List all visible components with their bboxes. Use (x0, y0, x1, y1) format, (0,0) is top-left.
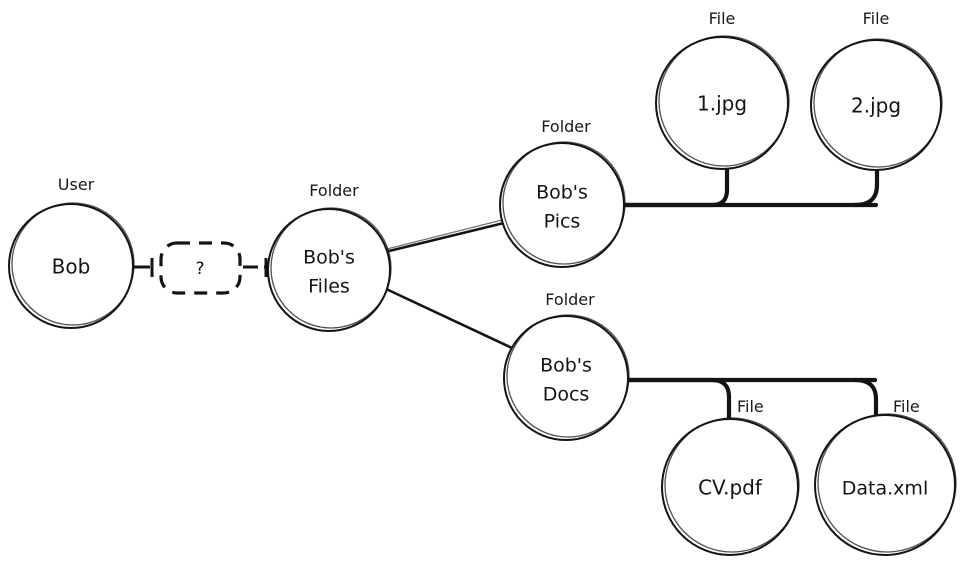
node-file-dataxml-type-label: File (893, 397, 920, 416)
node-file-cvpdf[interactable]: CV.pdf (661, 417, 800, 556)
node-bobs-files[interactable]: Bob's Files (267, 207, 392, 332)
node-bobs-files-type-label: Folder (309, 181, 359, 200)
edge-pics-2jpg (852, 167, 880, 208)
edge-pics-files-trunk (621, 166, 880, 208)
node-bobs-docs-label-line1: Bob's (540, 355, 592, 377)
edge-files-pics (383, 218, 510, 254)
node-bobs-docs-label-line2: Docs (543, 384, 590, 406)
node-bob-label: Bob (52, 255, 91, 279)
node-file-2jpg-type-label: File (863, 9, 890, 28)
node-bob[interactable]: Bob (8, 202, 135, 329)
node-bobs-pics-type-label: Folder (541, 117, 591, 136)
node-bobs-files-label-line2: Files (308, 276, 350, 298)
node-file-1jpg[interactable]: 1.jpg (655, 35, 790, 170)
node-file-1jpg-type-label: File (709, 9, 736, 28)
edge-files-docs (382, 286, 514, 350)
node-bobs-pics[interactable]: Bob's Pics (499, 141, 626, 268)
node-file-2jpg-label: 2.jpg (851, 94, 901, 118)
node-file-2jpg[interactable]: 2.jpg (810, 38, 943, 171)
node-file-1jpg-label: 1.jpg (697, 92, 747, 116)
unknown-link-label: ? (195, 259, 204, 279)
edge-docs-dataxml (852, 377, 879, 422)
node-bob-type-label: User (58, 175, 95, 194)
unknown-link-box[interactable]: ? (159, 241, 242, 295)
node-bobs-files-label-line1: Bob's (303, 247, 355, 269)
node-bobs-pics-label-line2: Pics (544, 211, 581, 233)
node-bobs-docs-type-label: Folder (545, 290, 595, 309)
edge-docs-files-trunk (624, 377, 879, 424)
node-bobs-docs[interactable]: Bob's Docs (503, 314, 630, 441)
edge-bob-unknown (134, 258, 154, 277)
node-file-dataxml-label: Data.xml (842, 478, 928, 500)
node-file-cvpdf-label: CV.pdf (698, 476, 763, 500)
node-file-dataxml[interactable]: Data.xml (814, 413, 957, 556)
node-file-cvpdf-type-label: File (737, 397, 764, 416)
node-bobs-pics-label-line1: Bob's (536, 182, 588, 204)
edge-pics-1jpg (621, 166, 730, 208)
edge-docs-cvpdf (624, 377, 732, 424)
